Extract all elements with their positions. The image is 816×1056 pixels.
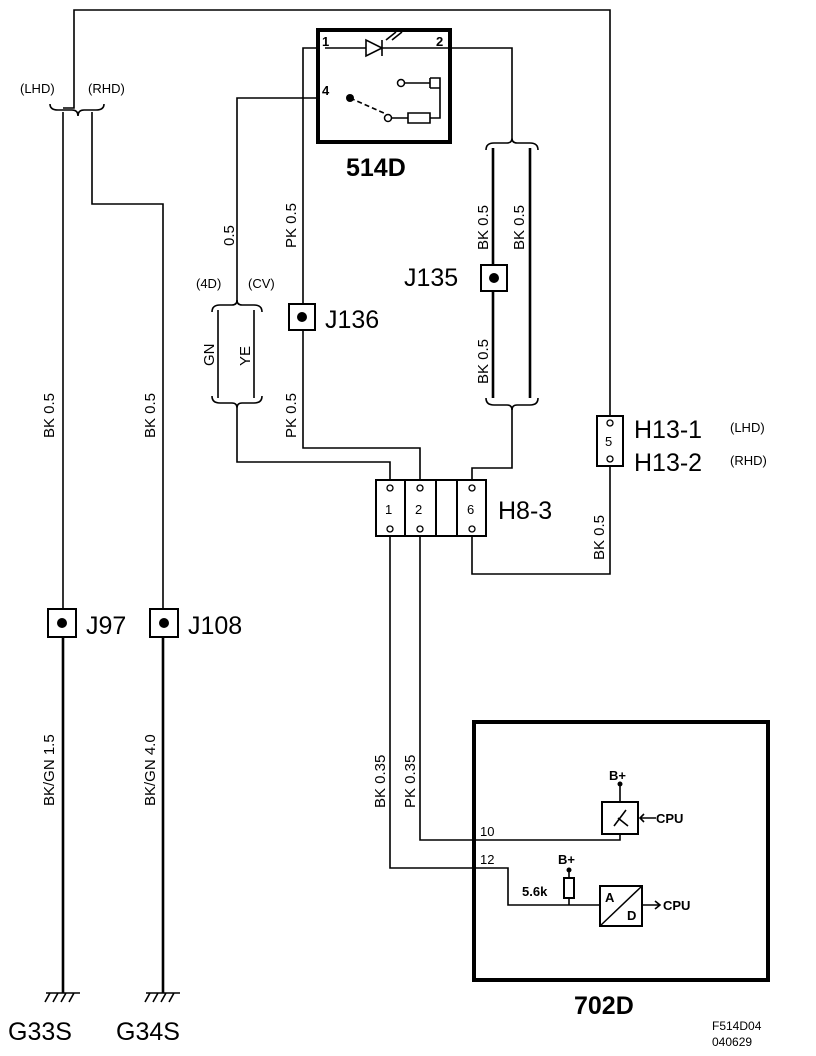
junction-j108-label: J108 <box>188 612 242 640</box>
led-icon <box>325 31 448 58</box>
connector-h13-1-label: H13-1 <box>634 416 702 444</box>
connector-h8-3-pin1: 1 <box>385 502 392 517</box>
switch-contact-icon <box>346 77 441 124</box>
wire-lhd-top-loop <box>63 9 611 416</box>
braces <box>49 103 539 411</box>
brace-variant-top <box>211 299 263 313</box>
module-cpu-2: CPU <box>663 898 690 913</box>
junction-j136: J136 <box>288 303 379 334</box>
junction-j97-label: J97 <box>86 612 126 640</box>
variant-lhd: (LHD) <box>20 81 55 96</box>
wire-label-bk05-left: BK 0.5 <box>41 393 58 438</box>
wire-label-pk05-upper: PK 0.5 <box>283 203 300 248</box>
figure-code: F514D04 <box>712 1019 762 1033</box>
module-702d-box <box>472 720 770 982</box>
brace-j135-bottom <box>485 397 539 411</box>
junction-j108: J108 <box>149 608 242 640</box>
module-adc-a: A <box>605 890 615 905</box>
connector-h13: 5 H13-1 (LHD) H13-2 (RHD) <box>596 415 767 477</box>
module-pin10: 10 <box>480 824 494 839</box>
junction-j97: J97 <box>47 608 126 640</box>
ground-g34s: G34S <box>116 992 180 1046</box>
connector-h8-3-pin2: 2 <box>415 502 422 517</box>
switch-514d-pin2: 2 <box>436 34 443 49</box>
wire-label-bk05-j135-c: BK 0.5 <box>475 339 492 384</box>
switch-514d-pin1: 1 <box>322 34 329 49</box>
ground-g33s-label: G33S <box>8 1018 72 1046</box>
junction-j136-label: J136 <box>325 306 379 334</box>
brace-variant-bottom <box>211 395 263 409</box>
connector-h8-3-pin6: 6 <box>467 502 474 517</box>
connector-h8-3-label: H8-3 <box>498 497 552 525</box>
switch-514d-pin4: 4 <box>322 83 330 98</box>
connector-h13-1-note: (LHD) <box>730 420 765 435</box>
connector-h8-3: 1 2 6 H8-3 <box>375 479 552 537</box>
connector-h13-2-label: H13-2 <box>634 449 702 477</box>
wire-bk05-h13 <box>471 466 611 575</box>
wire-label-pk035: PK 0.35 <box>402 755 419 808</box>
figure-date: 040629 <box>712 1035 752 1049</box>
wire-pk05-lower <box>302 330 421 480</box>
connector-h13-2-note: (RHD) <box>730 453 767 468</box>
module-bplus-2: B+ <box>558 852 575 867</box>
wire-pk035 <box>419 536 621 841</box>
ground-g34s-label: G34S <box>116 1018 180 1046</box>
wire-05 <box>236 97 350 302</box>
ground-g33s: G33S <box>8 992 80 1046</box>
wire-j135-to-h8 <box>471 408 513 480</box>
module-resistor: 5.6k <box>522 884 548 899</box>
module-702d: 702D 10 12 B+ CPU B+ 5.6k A D CPU <box>472 720 770 1020</box>
wire-label-bk035: BK 0.35 <box>372 755 389 808</box>
switch-514d: 1 2 4 514D <box>316 28 452 182</box>
module-adc-d: D <box>627 908 636 923</box>
brace-lhd-rhd <box>49 103 105 117</box>
wire-bk035 <box>389 536 600 906</box>
resistor-icon <box>563 877 575 899</box>
wire-label-ye: YE <box>237 346 254 366</box>
variant-cv: (CV) <box>248 276 275 291</box>
module-pin12: 12 <box>480 852 494 867</box>
wire-label-bk05-h13: BK 0.5 <box>591 515 608 560</box>
wire-label-bk05-j135-b: BK 0.5 <box>511 205 528 250</box>
module-bplus-1: B+ <box>609 768 626 783</box>
wire-label-bk05-mid: BK 0.5 <box>142 393 159 438</box>
junction-j135: J135 <box>404 264 508 292</box>
junction-j135-label: J135 <box>404 264 458 292</box>
wire-bk05-mid <box>91 112 164 612</box>
wire-label-gn: GN <box>201 344 218 367</box>
ground-icon <box>144 992 180 1003</box>
wire-label-05: 0.5 <box>221 225 238 246</box>
variant-rhd: (RHD) <box>88 81 125 96</box>
module-702d-label: 702D <box>574 992 634 1020</box>
module-cpu-1: CPU <box>656 811 683 826</box>
wire-514d-pin2 <box>448 47 513 138</box>
brace-j135-top <box>485 137 539 151</box>
ground-icon <box>44 992 80 1003</box>
switch-514d-label: 514D <box>346 154 406 182</box>
wire-label-bkgn15: BK/GN 1.5 <box>41 734 58 806</box>
wire-label-bk05-j135-a: BK 0.5 <box>475 205 492 250</box>
variant-4d: (4D) <box>196 276 221 291</box>
wire-variant-to-h8 <box>236 408 391 480</box>
connector-h13-pin: 5 <box>605 434 612 449</box>
wire-label-pk05-lower: PK 0.5 <box>283 393 300 438</box>
wire-label-bkgn40: BK/GN 4.0 <box>142 734 159 806</box>
